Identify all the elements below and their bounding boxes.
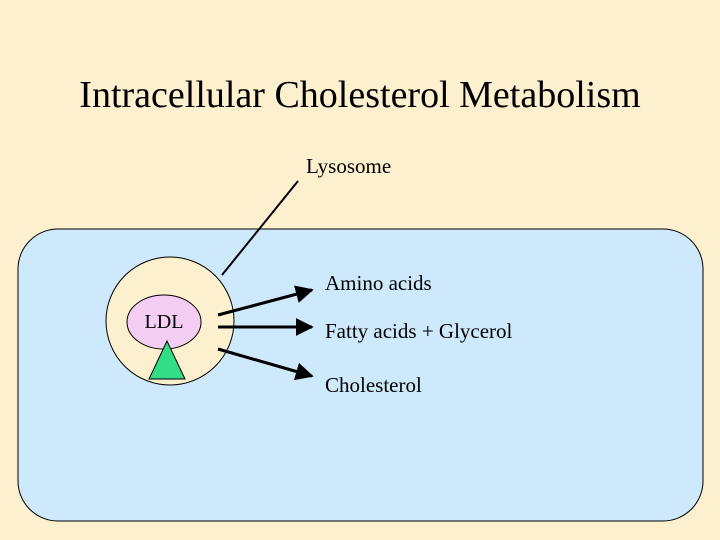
ldl-label: LDL	[144, 311, 184, 333]
lysosome-label: Lysosome	[306, 154, 392, 178]
arrow-cholesterol	[217, 347, 314, 381]
product-label-cholesterol: Cholesterol	[325, 373, 422, 397]
product-label-amino-acids: Amino acids	[325, 271, 432, 295]
arrow-amino-acids	[217, 285, 314, 317]
ldl-receptor	[148, 339, 186, 380]
product-label-fatty-acids-glycerol: Fatty acids + Glycerol	[325, 319, 513, 343]
page-title: Intracellular Cholesterol Metabolism	[79, 74, 641, 116]
lysosome-pointer-line	[221, 180, 299, 276]
